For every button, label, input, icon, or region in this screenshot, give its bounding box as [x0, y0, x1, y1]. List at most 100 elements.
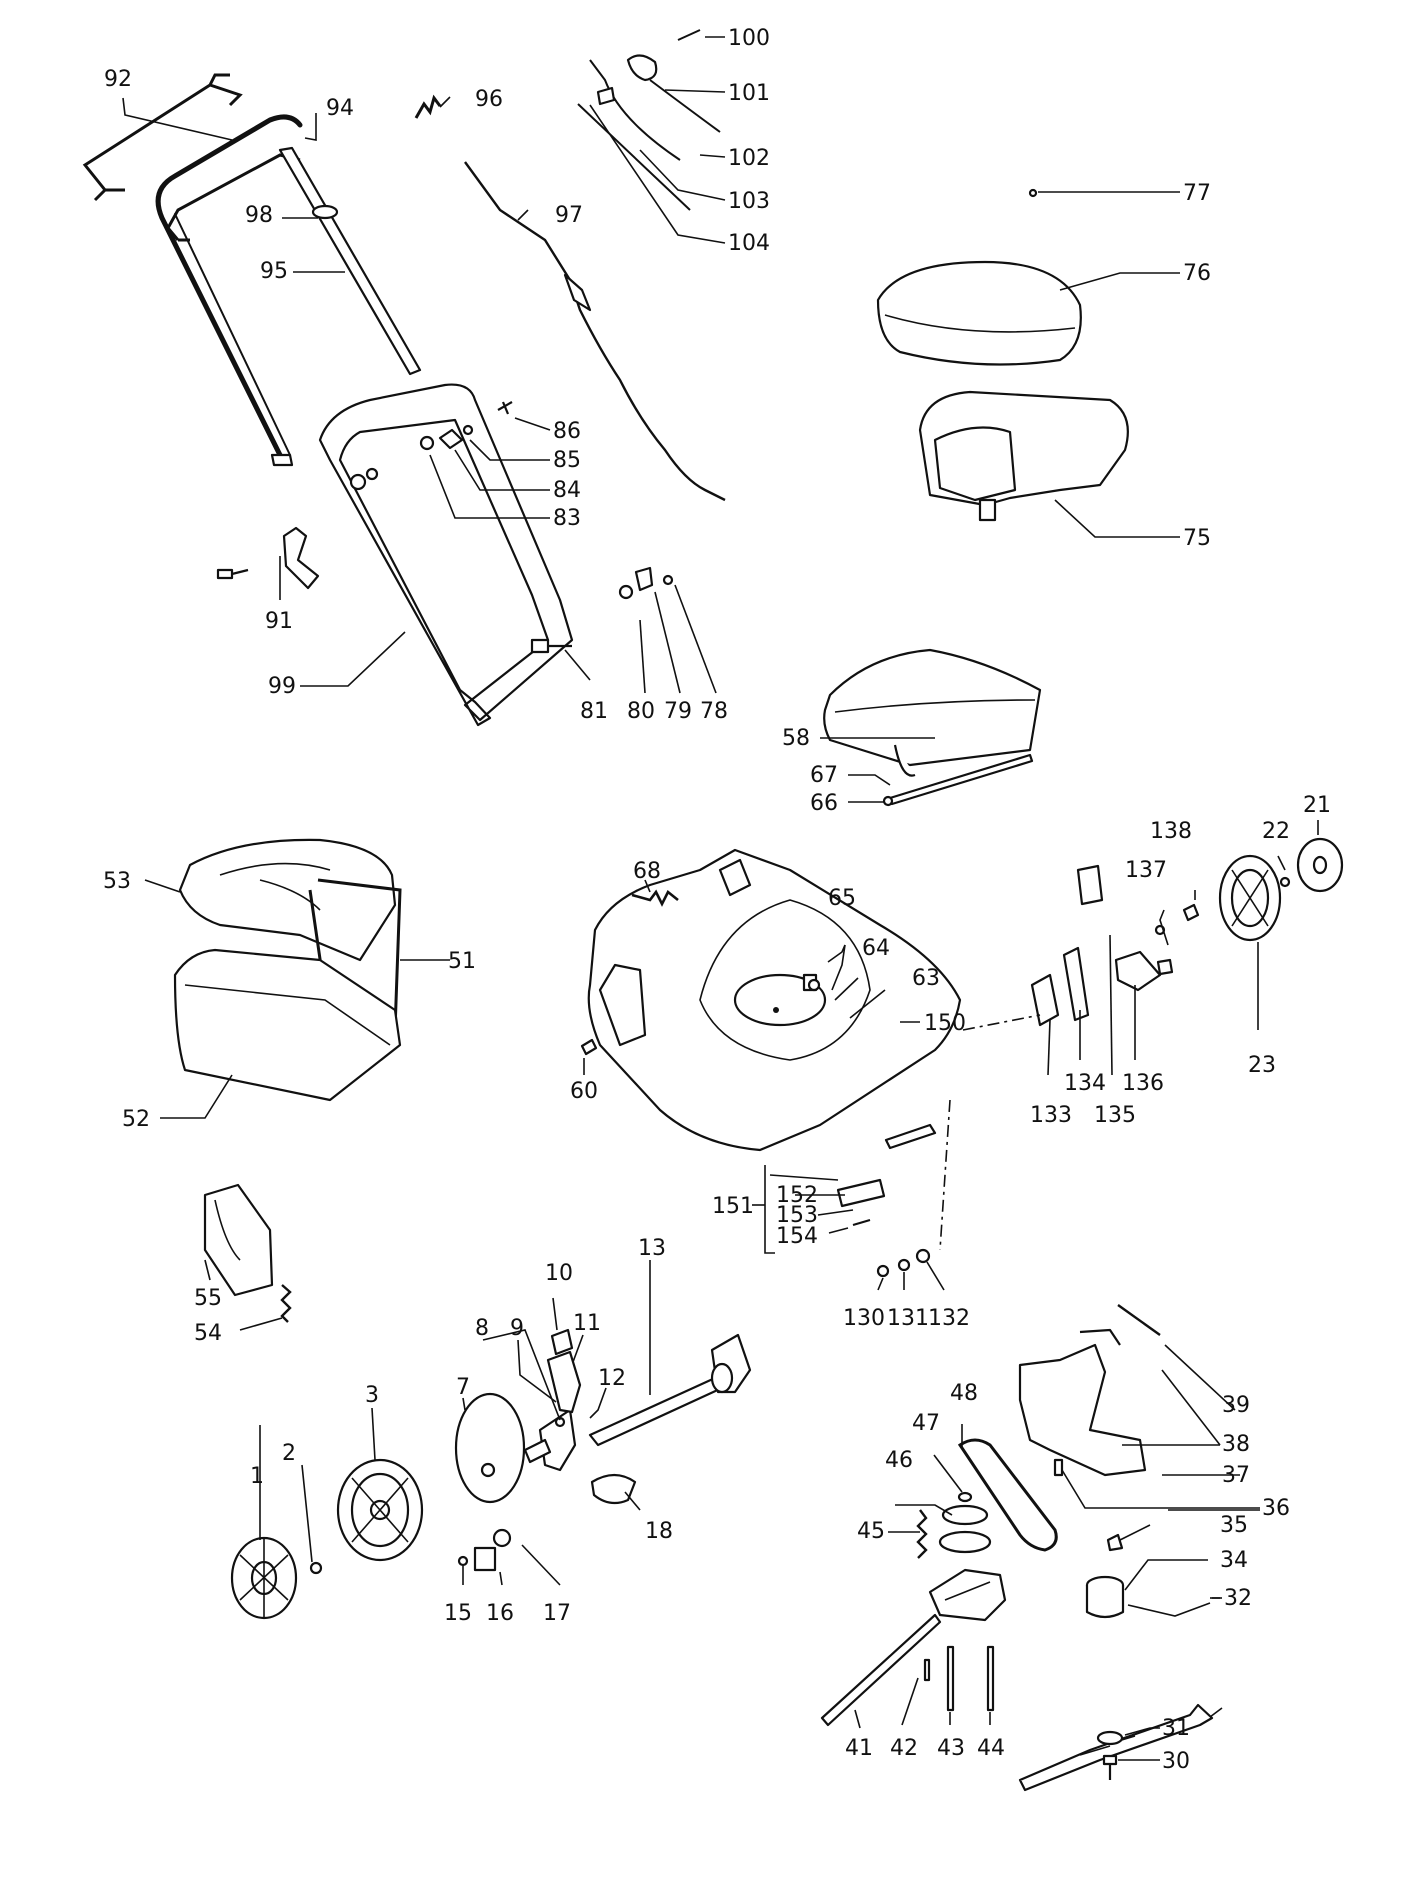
hubcap-21	[1296, 837, 1344, 893]
callout-10: 10	[545, 1261, 573, 1286]
gear-disc-7	[454, 1392, 526, 1504]
callout-16: 16	[486, 1601, 514, 1626]
callout-38: 38	[1222, 1432, 1250, 1457]
callout-101: 101	[728, 81, 770, 106]
callout-54: 54	[194, 1321, 222, 1346]
hubcap-1	[230, 1536, 298, 1620]
callout-45: 45	[857, 1519, 885, 1544]
callout-94: 94	[326, 96, 354, 121]
rear-flap-58	[823, 648, 1042, 777]
drive-shaft-41	[820, 1613, 942, 1727]
callout-153: 153	[776, 1203, 818, 1228]
callout-51: 51	[448, 949, 476, 974]
lower-handle-99	[318, 383, 574, 727]
callout-103: 103	[728, 189, 770, 214]
drive-belt-48	[957, 1438, 1058, 1552]
callout-48: 48	[950, 1381, 978, 1406]
callout-135: 135	[1094, 1103, 1136, 1128]
key-35	[1106, 1533, 1124, 1552]
callout-1: 1	[250, 1464, 264, 1489]
callout-30: 30	[1162, 1749, 1190, 1774]
callout-13: 13	[638, 1236, 666, 1261]
callout-134: 134	[1064, 1071, 1106, 1096]
callout-43: 43	[937, 1736, 965, 1761]
callout-65: 65	[828, 886, 856, 911]
pins-42-44	[923, 1645, 995, 1712]
callout-labels: 100 101 102 103 104 92 94 96 98 97 95 77…	[103, 26, 1331, 1774]
callout-42: 42	[890, 1736, 918, 1761]
assembly-lines	[939, 1014, 1041, 1251]
callout-2: 2	[282, 1441, 296, 1466]
engine-cover-76	[876, 260, 1082, 366]
rear-wheel-23	[1218, 854, 1282, 942]
callout-64: 64	[862, 936, 890, 961]
callout-31: 31	[1162, 1716, 1190, 1741]
blade-bolt-30	[1102, 1754, 1118, 1780]
blade-adapter-34	[1085, 1575, 1125, 1619]
drive-cable-97	[464, 161, 726, 502]
spring-54	[280, 1284, 292, 1323]
rear-axle-67	[882, 753, 1034, 807]
callout-41: 41	[845, 1736, 873, 1761]
callout-83: 83	[553, 506, 581, 531]
handle-bracket-92	[82, 73, 243, 202]
callout-97: 97	[555, 203, 583, 228]
callout-32: 32	[1224, 1586, 1252, 1611]
callout-22: 22	[1262, 819, 1290, 844]
drive-lever-rod-95	[278, 146, 422, 376]
front-wheel-3	[336, 1458, 424, 1562]
callout-131: 131	[887, 1306, 929, 1331]
callout-15: 15	[444, 1601, 472, 1626]
nuts-130-132	[876, 1248, 931, 1278]
callout-58: 58	[782, 726, 810, 751]
callout-36: 36	[1262, 1496, 1290, 1521]
mower-deck-63	[587, 848, 962, 1152]
callout-152: 152	[776, 1183, 818, 1208]
callout-77: 77	[1183, 181, 1211, 206]
callout-98: 98	[245, 203, 273, 228]
callout-18: 18	[645, 1519, 673, 1544]
callout-9: 9	[510, 1316, 524, 1341]
callout-133: 133	[1030, 1103, 1072, 1128]
axle-13	[588, 1333, 752, 1447]
callout-8: 8	[475, 1316, 489, 1341]
callout-96: 96	[475, 87, 503, 112]
callout-55: 55	[194, 1286, 222, 1311]
bolt-65	[802, 973, 821, 992]
callout-75: 75	[1183, 526, 1211, 551]
screw-77	[1028, 188, 1038, 198]
callout-53: 53	[103, 869, 131, 894]
small-hardware-83-86	[419, 401, 513, 451]
callout-100: 100	[728, 26, 770, 51]
callout-81: 81	[580, 699, 608, 724]
callout-95: 95	[260, 259, 288, 284]
blade-32	[1018, 1703, 1214, 1792]
clip-98	[311, 204, 339, 220]
callout-138: 138	[1150, 819, 1192, 844]
spring-96	[414, 94, 442, 119]
callout-91: 91	[265, 609, 293, 634]
grass-bag-frame-53	[178, 838, 397, 962]
callout-23: 23	[1248, 1053, 1276, 1078]
callout-99: 99	[268, 674, 296, 699]
engine-block-75	[918, 390, 1129, 522]
throttle-lever-assembly	[577, 29, 721, 211]
callout-35: 35	[1220, 1513, 1248, 1538]
screw-36	[1053, 1458, 1064, 1477]
callout-60: 60	[570, 1079, 598, 1104]
leader-lines	[122, 36, 1319, 1761]
callout-79: 79	[664, 699, 692, 724]
callout-85: 85	[553, 448, 581, 473]
callout-92: 92	[104, 67, 132, 92]
callout-67: 67	[810, 763, 838, 788]
callout-63: 63	[912, 966, 940, 991]
callout-21: 21	[1303, 793, 1331, 818]
callout-34: 34	[1220, 1548, 1248, 1573]
blade-washer-31	[1096, 1730, 1124, 1746]
callout-132: 132	[928, 1306, 970, 1331]
transmission-gearbox	[928, 1568, 1007, 1622]
callout-84: 84	[553, 478, 581, 503]
washer-66	[882, 795, 894, 807]
callout-47: 47	[912, 1411, 940, 1436]
